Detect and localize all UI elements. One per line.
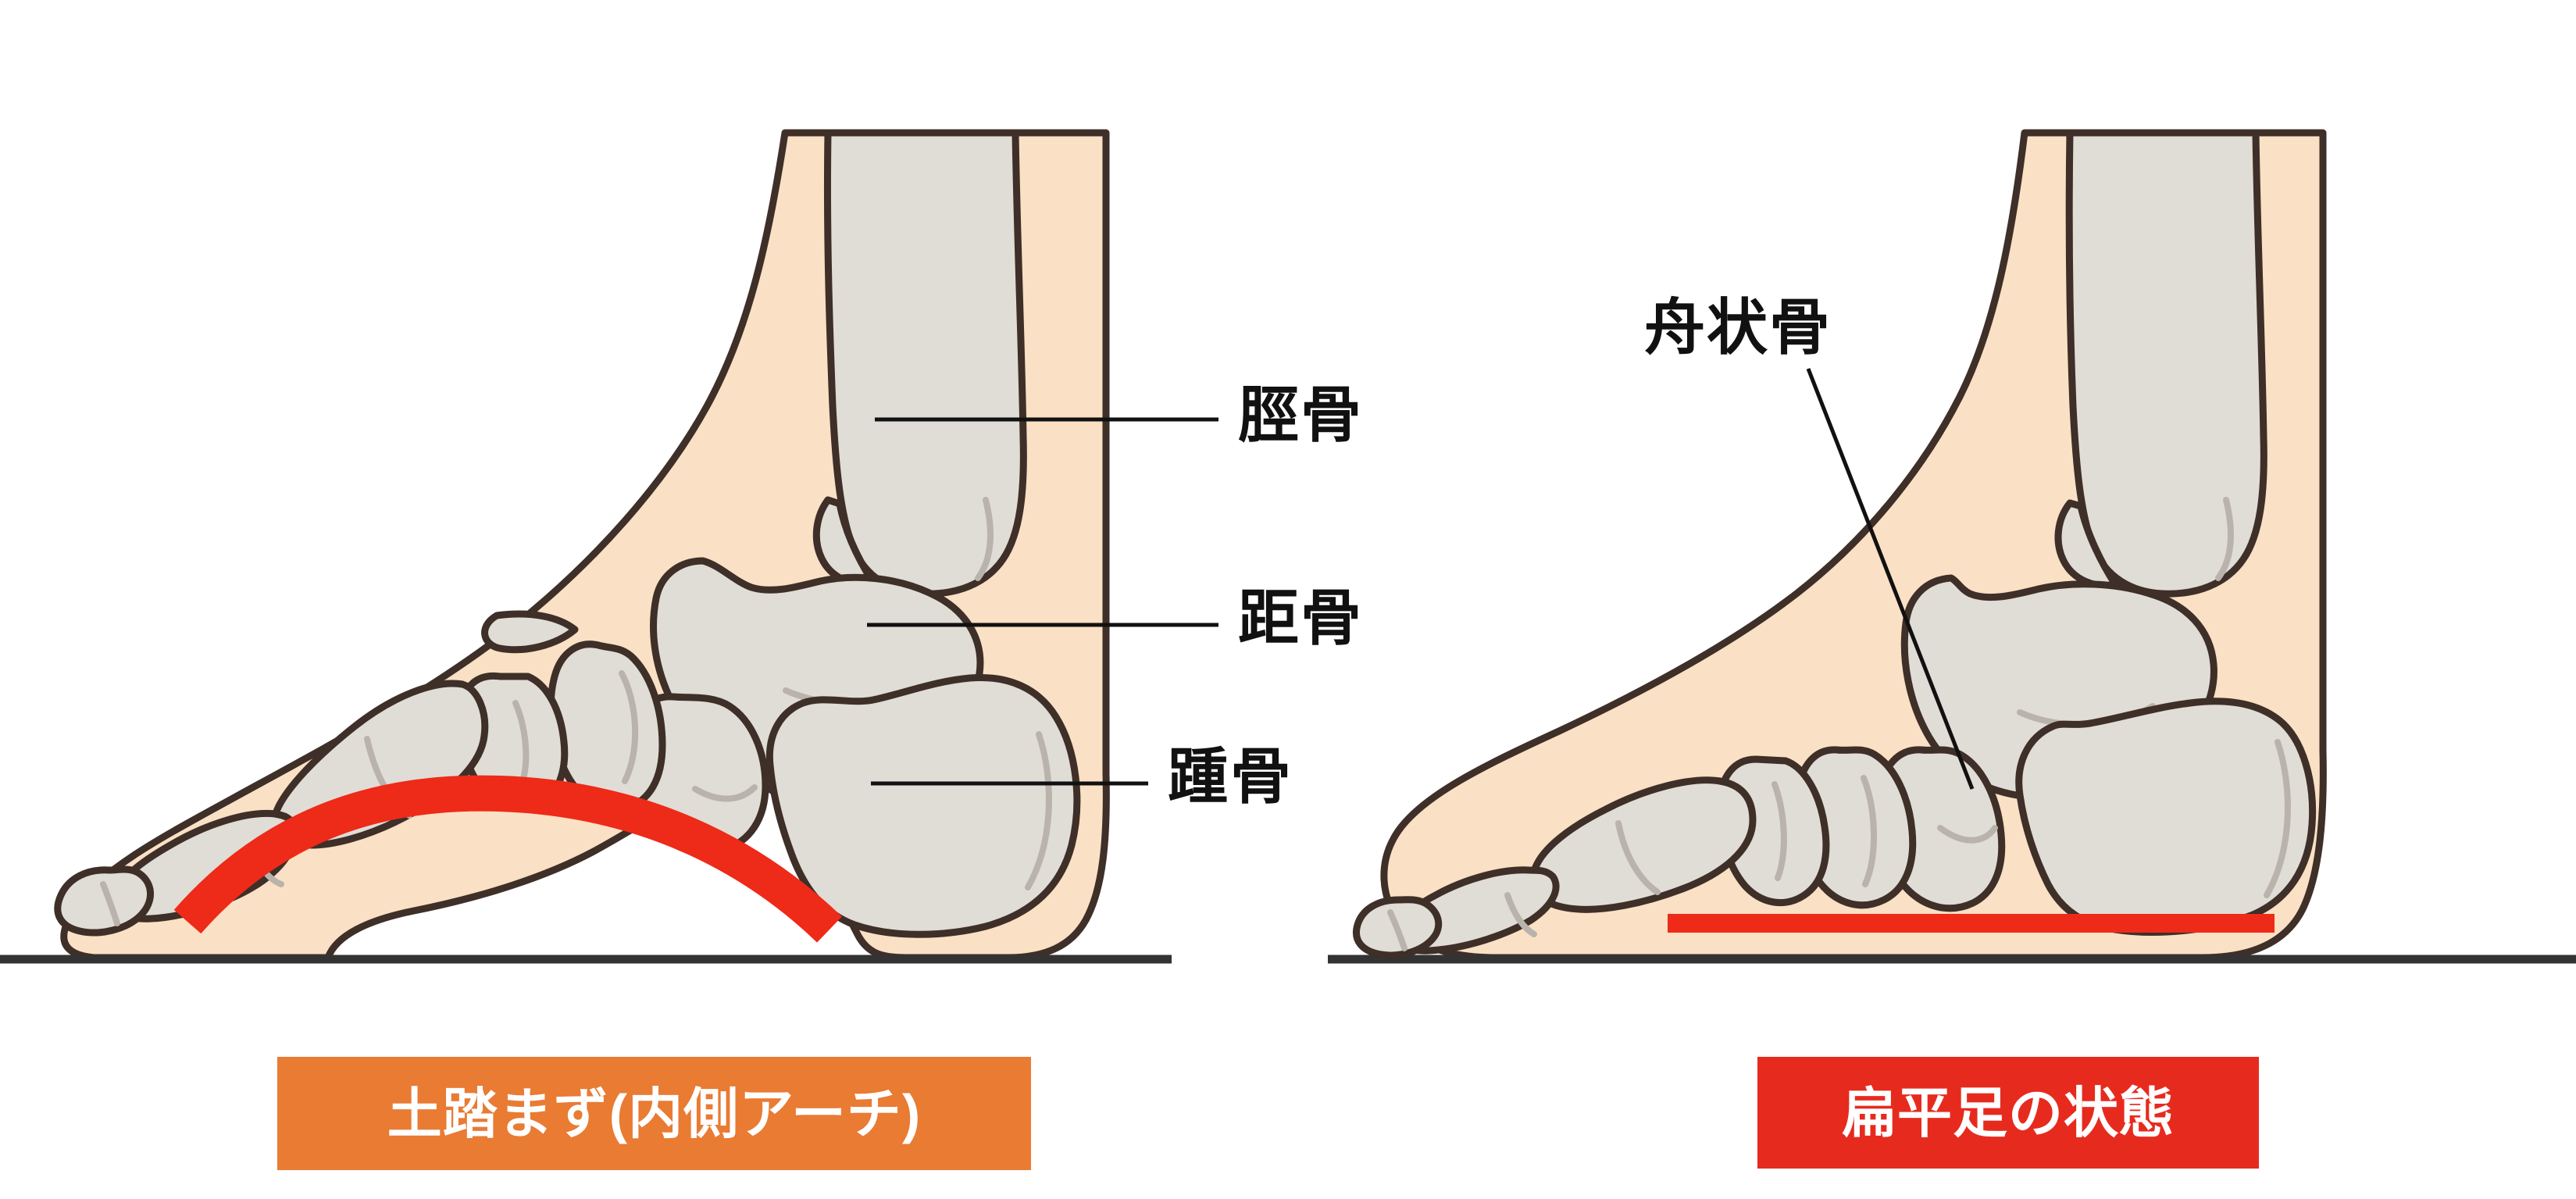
right-foot-group	[1328, 129, 2576, 964]
left-foot-group	[0, 129, 1218, 964]
caption-flat-foot: 扁平足の状態	[1757, 1057, 2259, 1169]
right-calcaneus-shade	[2264, 739, 2291, 898]
left-arch-curve-marker	[173, 775, 842, 943]
caption-normal-arch: 土踏まず(内側アーチ)	[277, 1057, 1031, 1170]
left-cuboid-shade	[692, 784, 758, 802]
left-navicular-shade	[619, 670, 639, 784]
left-calcaneus-bone	[765, 673, 1081, 938]
right-metatarsal-bone	[1529, 776, 1757, 913]
right-flat-bar-marker	[1668, 914, 2275, 933]
left-calcaneus-shade	[1025, 731, 1052, 890]
right-metatarsal-shade	[1615, 820, 1661, 895]
left-distal-phalanx-bone	[54, 865, 154, 937]
left-tibia-shade	[975, 497, 994, 581]
leader-line-navicular	[1806, 368, 1975, 790]
label-navicular: 舟状骨	[1644, 293, 1832, 362]
label-tibia: 脛骨	[1238, 380, 1364, 449]
label-talus: 距骨	[1238, 583, 1364, 652]
right-tibia-shade	[2215, 497, 2234, 581]
right-distal-phalanx-shade	[1387, 909, 1408, 951]
label-calcaneus: 踵骨	[1168, 742, 1293, 811]
left-distal-phalanx-shade	[100, 881, 120, 926]
left-tibia-bone	[823, 129, 1027, 598]
right-tibia-bone	[2065, 129, 2267, 598]
right-proximal-phalanx-shade	[1504, 892, 1537, 937]
right-navicular-shade	[1861, 775, 1877, 887]
right-cuneiform-shade	[1771, 781, 1787, 881]
right-cuboid-shade	[1937, 825, 1998, 844]
left-accessory-wedge-bone	[481, 610, 579, 654]
right-calcaneus-bone	[2015, 698, 2317, 936]
